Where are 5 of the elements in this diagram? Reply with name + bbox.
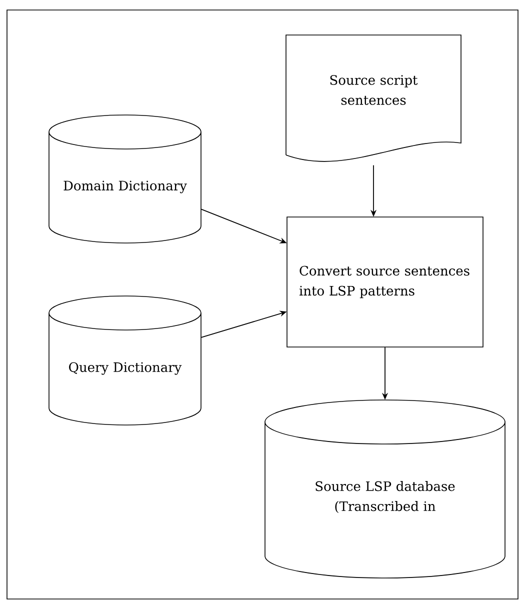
- database-cylinder: Domain Dictionary: [48, 114, 202, 244]
- process-box: Convert source sentences into LSP patterns: [286, 216, 484, 348]
- document-shape: Source script sentences: [286, 34, 462, 162]
- database-cylinder: Query Dictionary: [48, 296, 202, 426]
- database-cylinder: Source LSP database (Transcribed in: [264, 400, 506, 578]
